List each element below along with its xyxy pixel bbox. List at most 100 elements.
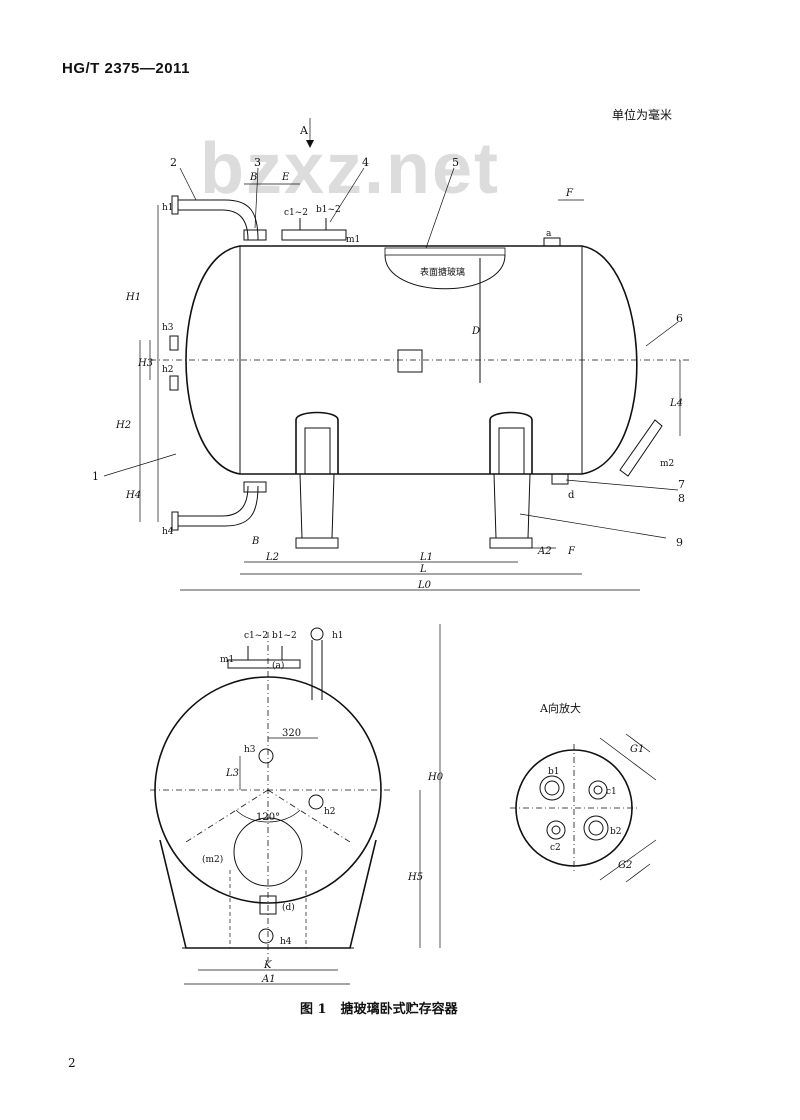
detail-c1: c1 xyxy=(606,787,617,797)
flange-h1 xyxy=(171,195,179,215)
label-m1: m1 xyxy=(346,235,360,245)
label-a: a xyxy=(546,229,552,239)
angle-line-left xyxy=(185,789,269,843)
flange-h4 xyxy=(171,511,179,531)
leader-7 xyxy=(565,479,679,491)
label-H1: H1 xyxy=(125,292,141,303)
nozzle-d-side xyxy=(259,895,277,915)
side-label-m1: m1 xyxy=(220,655,234,665)
part-no-2: 2 xyxy=(170,156,177,169)
detail-c2: c2 xyxy=(550,843,561,853)
hole-c1 xyxy=(588,780,608,800)
part-no-4: 4 xyxy=(362,156,369,169)
side-label-h1: h1 xyxy=(332,631,344,641)
glass-area-hatch xyxy=(384,247,506,256)
manhole-top xyxy=(227,659,301,669)
center-box xyxy=(397,349,423,373)
detail-G1: G1 xyxy=(630,744,644,755)
hole-c2 xyxy=(546,820,566,840)
standard-number: HG/T 2375—2011 xyxy=(62,60,190,77)
side-label-K: K xyxy=(263,960,272,971)
label-H2: H2 xyxy=(115,420,131,431)
side-label-b: b1~2 xyxy=(272,631,297,641)
side-label-angle: 120° xyxy=(256,812,280,823)
pipe-h1 xyxy=(178,199,259,241)
figure-number: 图 1 xyxy=(300,1002,327,1017)
label-B-top: B xyxy=(249,172,257,183)
side-label-L3: L3 xyxy=(225,768,239,779)
part-no-9: 9 xyxy=(676,536,683,549)
label-h1: h1 xyxy=(162,203,174,213)
side-label-A1: A1 xyxy=(261,974,276,985)
side-dim-320: 320 xyxy=(282,728,301,739)
label-L4: L4 xyxy=(669,398,683,409)
label-h4: h4 xyxy=(162,527,174,537)
side-label-H5: H5 xyxy=(407,872,423,883)
detail-view-A: A向放大 b1 c1 c2 b2 G1 G2 xyxy=(510,701,657,883)
pipe-h4 xyxy=(178,485,259,527)
label-H4: H4 xyxy=(125,490,141,501)
label-h2: h2 xyxy=(162,365,174,375)
label-L1: L1 xyxy=(419,552,433,563)
side-label-d: (d) xyxy=(282,902,295,913)
hole-b2 xyxy=(583,815,609,841)
nozzle-h2-side xyxy=(308,794,324,810)
label-B-bot: B xyxy=(251,536,259,547)
detail-b1: b1 xyxy=(548,767,560,777)
label-L2: L2 xyxy=(265,552,279,563)
label-b: b1~2 xyxy=(316,205,341,215)
nozzle-h3 xyxy=(169,335,179,351)
page-number: 2 xyxy=(68,1056,76,1070)
label-m2: m2 xyxy=(660,459,674,469)
part-no-6: 6 xyxy=(676,312,683,325)
part-no-8: 8 xyxy=(678,492,685,505)
side-label-m2: (m2) xyxy=(202,854,223,865)
saddle-left xyxy=(295,411,339,549)
glass-note: 表面搪玻璃 xyxy=(420,266,465,278)
front-view: A 2 3 4 5 6 7 8 9 1 B E F c1~2 b1~2 m1 a… xyxy=(92,118,690,591)
side-label-c: c1~2 xyxy=(244,631,268,641)
nozzle-h2 xyxy=(169,375,179,391)
nozzle-a xyxy=(543,237,561,247)
watermark: bzxz.net xyxy=(200,129,501,209)
label-H3: H3 xyxy=(137,358,153,369)
side-label-a: (a) xyxy=(272,660,284,671)
leader-5 xyxy=(425,167,455,249)
nozzle-h3-side xyxy=(258,748,274,764)
detail-title: A向放大 xyxy=(539,701,581,715)
side-label-h4: h4 xyxy=(280,937,292,947)
manhole-m2-side xyxy=(233,817,303,887)
dim-G2 xyxy=(599,839,657,881)
label-F-top: F xyxy=(565,188,574,199)
detail-G2: G2 xyxy=(618,860,632,871)
part-no-5: 5 xyxy=(452,156,459,169)
side-label-h3: h3 xyxy=(244,745,256,755)
figure-title: 搪玻璃卧式贮存容器 xyxy=(340,1002,458,1017)
label-L: L xyxy=(419,564,427,575)
leader-9 xyxy=(519,513,667,539)
side-label-h2: h2 xyxy=(324,807,336,817)
glass-window xyxy=(384,254,506,290)
hole-b1 xyxy=(539,775,565,801)
leader-2 xyxy=(179,167,197,201)
nozzle-m2 xyxy=(619,419,663,477)
nozzle-h4-side xyxy=(258,928,274,944)
saddle-right xyxy=(489,411,533,549)
leader-4 xyxy=(329,167,365,223)
detail-b2: b2 xyxy=(610,827,622,837)
part-no-7: 7 xyxy=(678,478,685,491)
leader-6 xyxy=(645,321,679,347)
dim-G1 xyxy=(599,737,657,781)
label-h3: h3 xyxy=(162,323,174,333)
label-F-bot: F xyxy=(567,546,576,557)
label-L0: L0 xyxy=(417,580,432,591)
part-no-3: 3 xyxy=(254,156,261,169)
label-D: D xyxy=(471,326,480,337)
label-A2: A2 xyxy=(537,546,552,557)
label-c: c1~2 xyxy=(284,208,308,218)
side-label-H0: H0 xyxy=(427,772,444,783)
label-d: d xyxy=(568,490,575,501)
label-A: A xyxy=(299,124,309,137)
leader-3 xyxy=(254,167,259,229)
